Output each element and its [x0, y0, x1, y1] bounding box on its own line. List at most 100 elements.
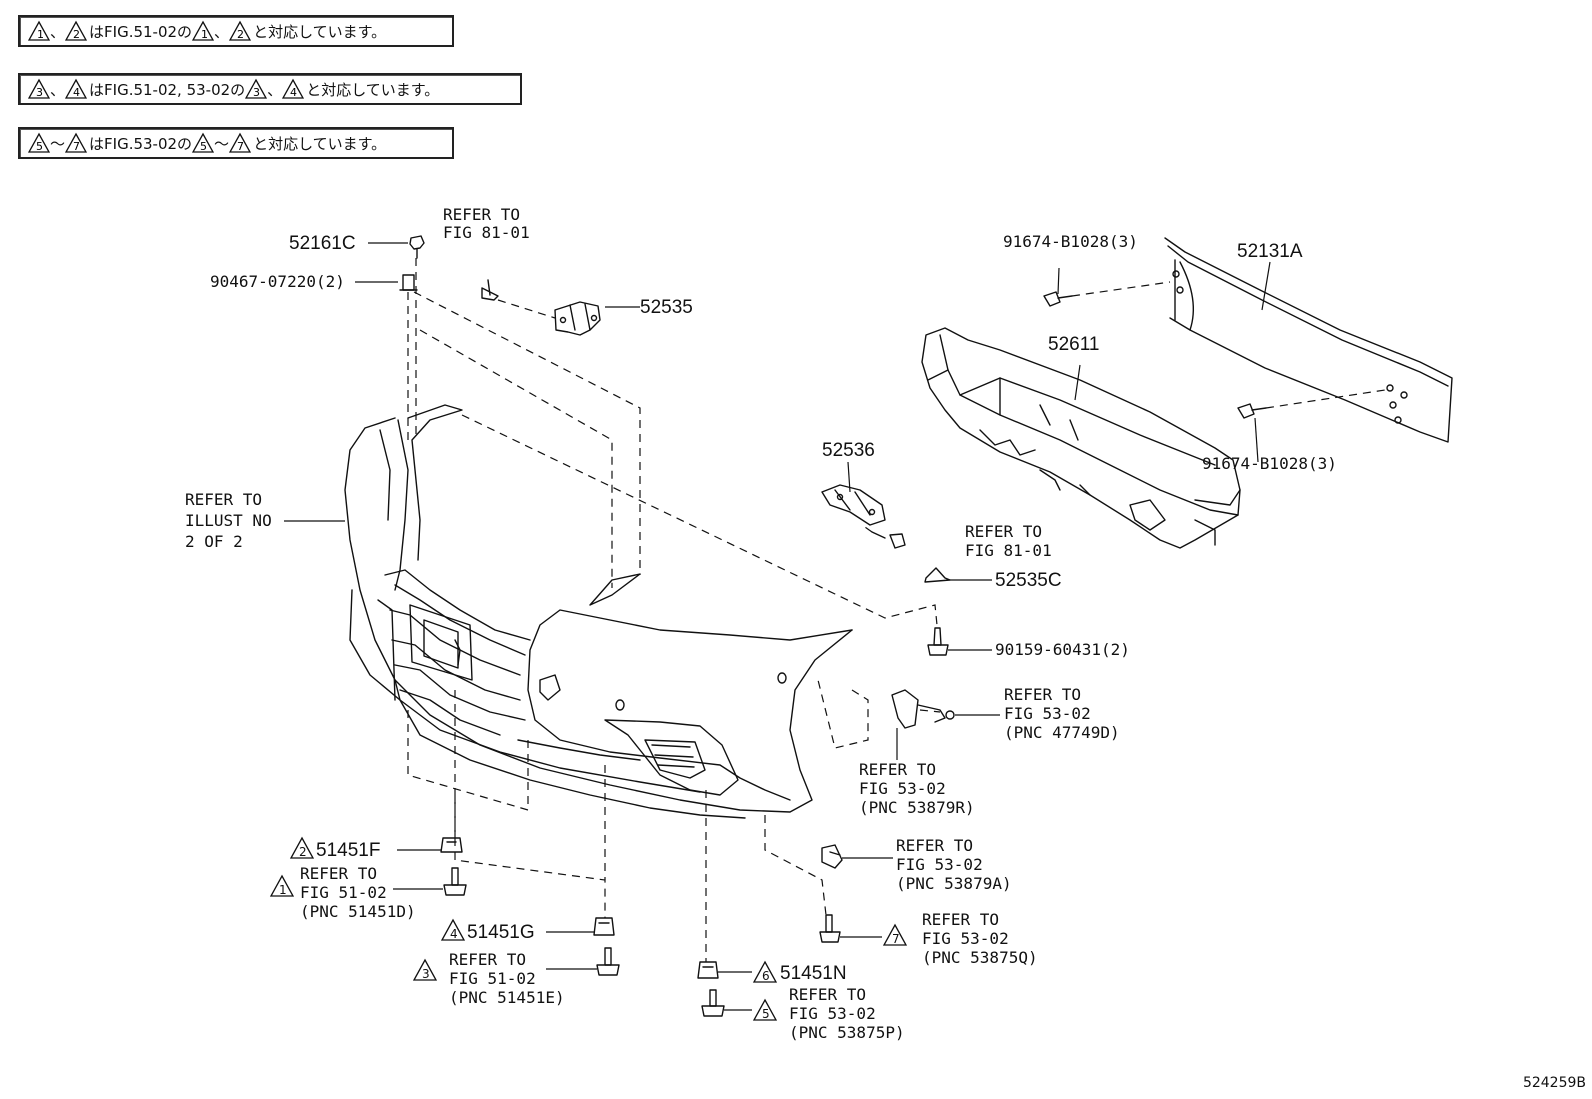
- note-separator: 、: [214, 22, 230, 41]
- svg-text:5: 5: [200, 140, 207, 153]
- svg-text:1: 1: [201, 28, 208, 41]
- part-number-52611: 52611: [1048, 334, 1099, 355]
- note-box-3: 5 ～ 7 はFIG.53-02の 5 ～ 7 と対応しています。: [18, 127, 454, 159]
- clip-51451N: [697, 961, 719, 979]
- bolt-91674b: [1237, 403, 1267, 419]
- svg-text:7: 7: [237, 140, 244, 153]
- part-number-52161C: 52161C: [289, 233, 356, 254]
- warning-triangle-icon: 7: [229, 132, 252, 153]
- note-separator: 、: [50, 80, 66, 99]
- clip-90467: [399, 274, 418, 291]
- note-box-2: 3 、 4 はFIG.51-02, 53-02の 3 、 4 と対応しています。: [18, 73, 522, 105]
- warning-triangle-icon: 5: [192, 132, 215, 153]
- callout-number: 3: [422, 967, 430, 981]
- callout-triangle-icon: [882, 923, 908, 946]
- front-bumper-cover: [344, 404, 853, 819]
- note-text: と対応しています。: [306, 80, 440, 99]
- note-text: と対応しています。: [253, 22, 387, 41]
- part-number-91674-bottom: 91674-B1028(3): [1202, 454, 1337, 473]
- part-number-51451F: 51451F: [316, 840, 380, 861]
- part-number-51451N: 51451N: [780, 963, 847, 984]
- svg-text:5: 5: [36, 140, 43, 153]
- svg-text:2: 2: [73, 28, 80, 41]
- callout-number: 1: [279, 883, 287, 897]
- svg-text:4: 4: [290, 86, 297, 99]
- part-number-91674-top: 91674-B1028(3): [1003, 232, 1138, 251]
- callout-number: 6: [762, 969, 770, 983]
- warning-triangle-icon: 1: [192, 20, 215, 41]
- part-number-52535C: 52535C: [995, 570, 1062, 591]
- svg-text:2: 2: [237, 28, 244, 41]
- callout-triangle-icon: [269, 874, 295, 897]
- retainer-53879A: [821, 844, 843, 869]
- energy-absorber: [921, 327, 1241, 549]
- warning-triangle-icon: 3: [245, 78, 268, 99]
- sensor-bracket-53879R: [891, 689, 955, 729]
- note-separator: 、: [50, 22, 66, 41]
- screw-51451E: [596, 947, 620, 976]
- bolt-91674a: [1043, 291, 1073, 307]
- screw-53875P: [701, 989, 725, 1017]
- part-number-90159: 90159-60431(2): [995, 640, 1130, 659]
- note-text: と対応しています。: [253, 134, 387, 153]
- svg-text:3: 3: [253, 86, 260, 99]
- retainer-52536: [821, 484, 886, 526]
- note-box-1: 1 、 2 はFIG.51-02の 1 、 2 と対応しています。: [18, 15, 454, 47]
- svg-text:3: 3: [36, 86, 43, 99]
- callout-triangle-icon: [440, 918, 466, 941]
- note-separator: 、: [267, 80, 283, 99]
- callout-triangle-icon: [412, 958, 438, 981]
- warning-triangle-icon: 2: [229, 20, 252, 41]
- callout-number: 7: [892, 932, 900, 946]
- callout-triangle-icon: [752, 960, 778, 983]
- part-number-52131A: 52131A: [1237, 241, 1303, 262]
- screw-81-01a: [481, 279, 499, 301]
- screw-90159: [927, 627, 949, 656]
- svg-text:4: 4: [73, 86, 80, 99]
- bumper-reinforcement: [1164, 237, 1453, 443]
- warning-triangle-icon: 4: [282, 78, 305, 99]
- note-text: はFIG.53-02の: [89, 134, 193, 153]
- callout-number: 5: [762, 1007, 770, 1021]
- callout-triangle-icon: [289, 836, 315, 859]
- screw-81-01b: [871, 531, 906, 549]
- svg-text:7: 7: [73, 140, 80, 153]
- note-separator: ～: [50, 134, 66, 153]
- note-text: はFIG.51-02の: [89, 22, 193, 41]
- part-number-90467: 90467-07220(2): [210, 272, 345, 291]
- part-number-52535: 52535: [640, 297, 693, 318]
- svg-text:1: 1: [37, 28, 44, 41]
- clip-52161C: [409, 235, 425, 259]
- retainer-52535: [554, 301, 601, 336]
- warning-triangle-icon: 5: [28, 132, 50, 153]
- callout-number: 2: [299, 845, 307, 859]
- illustration-code: 524259B: [1522, 1075, 1586, 1091]
- note-text: はFIG.51-02, 53-02の: [89, 80, 246, 99]
- part-number-51451G: 51451G: [467, 922, 535, 943]
- screw-53875Q: [819, 914, 841, 943]
- warning-triangle-icon: 7: [65, 132, 88, 153]
- clip-52535C: [924, 567, 951, 583]
- callout-triangle-icon: [752, 998, 778, 1021]
- callout-number: 4: [450, 927, 458, 941]
- clip-51451F: [440, 837, 463, 853]
- warning-triangle-icon: 4: [65, 78, 88, 99]
- warning-triangle-icon: 3: [28, 78, 50, 99]
- warning-triangle-icon: 1: [28, 20, 50, 41]
- screw-51451D: [443, 867, 467, 896]
- part-number-52536: 52536: [822, 440, 875, 461]
- clip-51451G: [593, 917, 615, 936]
- note-separator: ～: [214, 134, 230, 153]
- warning-triangle-icon: 2: [65, 20, 88, 41]
